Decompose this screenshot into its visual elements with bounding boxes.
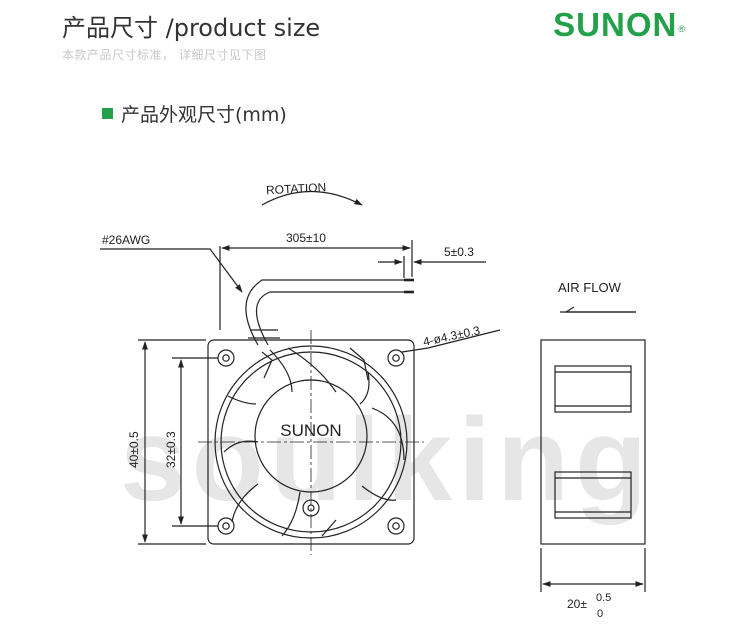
- registered-mark: ®: [678, 24, 686, 34]
- section-heading: 产品外观尺寸(mm): [102, 100, 287, 127]
- brand-name: SUNON: [553, 6, 678, 43]
- mount-hole-bottom-right: [387, 517, 405, 535]
- lead-length-label: 305±10: [286, 231, 326, 245]
- page-title: 产品尺寸 /product size: [62, 14, 321, 42]
- green-square-icon: [102, 108, 113, 119]
- rotation-arrow: [261, 191, 363, 206]
- hole-pitch-label: 32±0.3: [164, 431, 178, 468]
- fan-blades: [223, 347, 405, 537]
- lead-wires: [245, 279, 410, 346]
- hub-label: SUNON: [280, 421, 341, 440]
- side-view-lower-window: [554, 471, 632, 519]
- mount-hole-top-left: [217, 349, 235, 367]
- brand-logo: SUNON®: [553, 6, 686, 44]
- mount-hole-top-right: [387, 349, 405, 367]
- hole-spec-label: 4-ø4.3±0.3: [422, 323, 482, 349]
- wire-gauge-leader: [100, 248, 243, 293]
- wire-gauge-label: #26AWG: [102, 233, 150, 247]
- thickness-lower-tolerance: 0: [597, 608, 603, 620]
- hole-spec-leader: [401, 329, 501, 353]
- rotation-label: ROTATION: [266, 180, 327, 197]
- page-subtitle: 本款产品尺寸标准， 详细尺寸见下图: [62, 48, 267, 62]
- air-flow-label: AIR FLOW: [558, 280, 622, 295]
- side-view-upper-window: [554, 365, 632, 413]
- thickness-base-label: 20±: [567, 597, 587, 611]
- fan-side-view: [540, 339, 646, 545]
- section-label: 产品外观尺寸(mm): [121, 104, 287, 126]
- air-flow-arrow: [563, 306, 636, 313]
- thickness-upper-tolerance: 0.5: [596, 592, 611, 604]
- strip-length-label: 5±0.3: [444, 245, 474, 259]
- watermark: soulking: [120, 394, 653, 526]
- outer-size-label: 40±0.5: [127, 431, 141, 468]
